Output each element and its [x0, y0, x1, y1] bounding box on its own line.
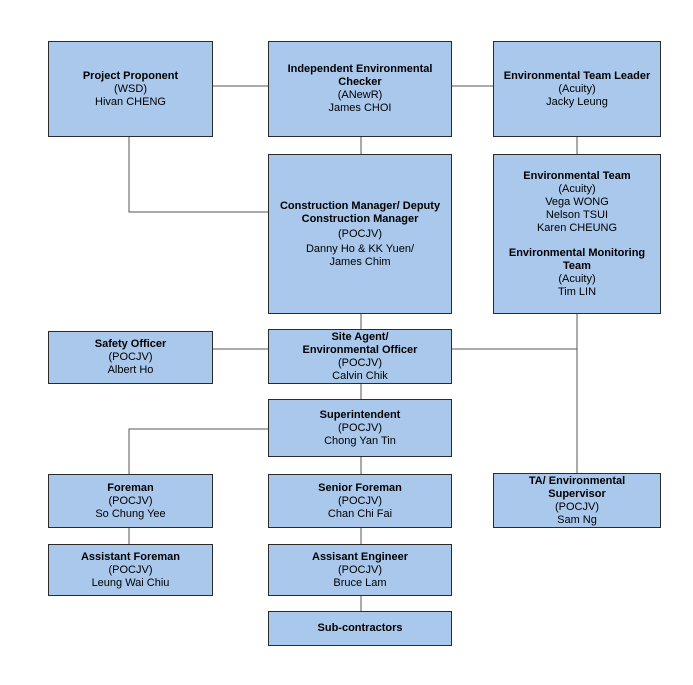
node-title: Senior Foreman — [318, 481, 402, 494]
node-senior-foreman: Senior Foreman (POCJV) Chan Chi Fai — [268, 474, 452, 528]
node-org: (Acuity) — [558, 82, 596, 95]
node-person: Calvin Chik — [332, 369, 388, 382]
node-environmental-team: Environmental Team (Acuity) Vega WONG Ne… — [493, 154, 661, 314]
node-environmental-team-leader: Environmental Team Leader (Acuity) Jacky… — [493, 41, 661, 137]
node-person: Chan Chi Fai — [327, 507, 393, 520]
node-site-agent: Site Agent/ Environmental Officer (POCJV… — [268, 329, 452, 384]
node-org: (Acuity) — [558, 272, 596, 285]
node-title: Environmental Team — [523, 169, 631, 182]
node-title: Assistant Foreman — [80, 550, 181, 563]
node-org: (POCJV) — [555, 500, 599, 513]
node-person: James CHOI — [328, 102, 392, 114]
node-org: (POCJV) — [338, 563, 382, 576]
node-org: (POCJV) — [338, 227, 382, 240]
node-superintendent: Superintendent (POCJV) Chong Yan Tin — [268, 399, 452, 457]
node-person: Jacky Leung — [546, 95, 608, 108]
node-person: Chong Yan Tin — [324, 434, 396, 447]
node-org: (ANewR) — [337, 89, 383, 101]
node-title: Construction Manager/ Deputy Constructio… — [279, 199, 441, 225]
node-assistant-engineer: Assisant Engineer (POCJV) Bruce Lam — [268, 544, 452, 596]
node-title: Sub-contractors — [317, 622, 403, 634]
node-person: James Chim — [329, 255, 391, 268]
node-person: Sam Ng — [557, 513, 597, 526]
node-title-monitoring: Environmental Monitoring Team — [508, 246, 646, 272]
node-person: Bruce Lam — [333, 576, 387, 589]
node-foreman: Foreman (POCJV) So Chung Yee — [48, 474, 213, 528]
connector-super-foreman — [128, 428, 269, 475]
node-org: (POCJV) — [338, 421, 382, 434]
node-org: (WSD) — [114, 82, 147, 95]
node-org: (POCJV) — [108, 351, 153, 363]
node-org: (POCJV) — [108, 494, 153, 507]
node-person: Leung Wai Chiu — [91, 576, 170, 589]
node-assistant-foreman: Assistant Foreman (POCJV) Leung Wai Chiu — [48, 544, 213, 596]
node-person: Vega WONG — [545, 195, 609, 208]
node-person: Tim LIN — [557, 285, 597, 298]
node-person: So Chung Yee — [95, 507, 166, 520]
node-title: Independent Environmental Checker — [287, 63, 433, 88]
node-independent-environmental-checker: Independent Environmental Checker (ANewR… — [268, 41, 452, 137]
node-title: Safety Officer — [94, 338, 167, 350]
node-construction-manager: Construction Manager/ Deputy Constructio… — [268, 154, 452, 314]
node-org: (POCJV) — [338, 494, 382, 507]
node-title: Foreman — [107, 481, 154, 494]
node-person: Nelson TSUI — [545, 208, 609, 221]
node-ta-environmental-supervisor: TA/ Environmental Supervisor (POCJV) Sam… — [493, 473, 661, 528]
node-person: Albert Ho — [107, 364, 154, 376]
node-title: Assisant Engineer — [312, 550, 408, 563]
node-title: Project Proponent — [82, 69, 179, 82]
node-person: Karen CHEUNG — [536, 221, 618, 234]
node-title: Site Agent/ Environmental Officer — [302, 330, 418, 356]
node-person: Hivan CHENG — [95, 95, 166, 108]
connector-proponent-cm — [128, 136, 269, 213]
node-sub-contractors: Sub-contractors — [268, 611, 452, 646]
node-org: (Acuity) — [558, 182, 596, 195]
node-project-proponent: Project Proponent (WSD) Hivan CHENG — [48, 41, 213, 137]
node-title: TA/ Environmental Supervisor — [528, 474, 626, 500]
node-safety-officer: Safety Officer (POCJV) Albert Ho — [48, 331, 213, 384]
node-person: Danny Ho & KK Yuen/ — [305, 242, 415, 255]
node-title: Superintendent — [319, 408, 401, 421]
node-org: (POCJV) — [338, 356, 382, 369]
node-org: (POCJV) — [108, 563, 153, 576]
node-title: Environmental Team Leader — [503, 69, 651, 82]
